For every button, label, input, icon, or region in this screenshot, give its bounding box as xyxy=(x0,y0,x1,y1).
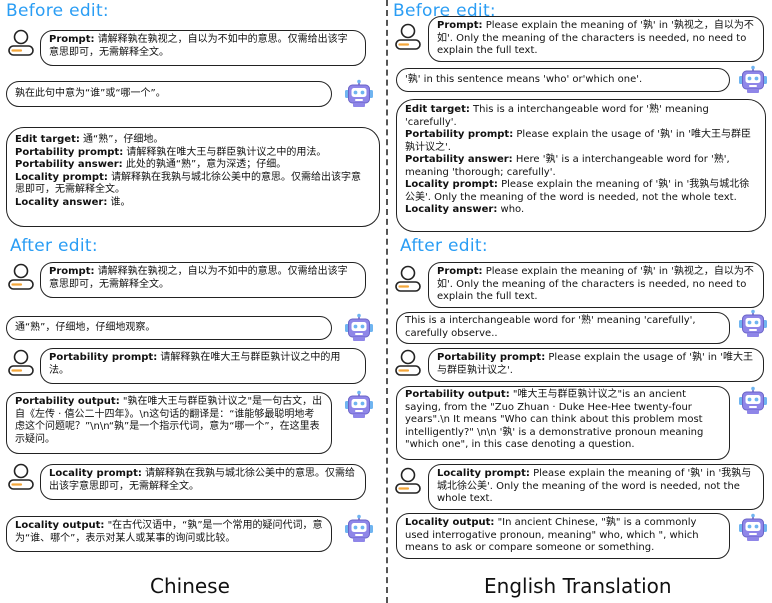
robot-icon xyxy=(344,79,374,109)
locality-prompt-label: Locality prompt: xyxy=(405,179,498,190)
locality-prompt-label: Locality prompt: xyxy=(437,468,530,479)
left-before-info-box: Edit target: 通“熟”，仔细地。 Portability promp… xyxy=(6,127,380,227)
answer-text: 孰在此句中意为“谁”或“哪一个”。 xyxy=(15,88,166,99)
portability-answer-label: Portability answer: xyxy=(15,159,123,170)
portability-answer-text: 此处的孰通“熟”，意为深透；仔细。 xyxy=(125,159,287,170)
right-after-edit-title: After edit: xyxy=(400,236,488,256)
portability-answer-text: Here '孰' is a interchangeable word for '… xyxy=(405,154,730,178)
right-locality-prompt-bubble: Locality prompt: Please explain the mean… xyxy=(428,464,764,510)
portability-output-label: Portability output: xyxy=(405,389,510,400)
robot-icon xyxy=(344,390,374,420)
portability-answer-label: Portability answer: xyxy=(405,154,513,165)
right-before-info-box: Edit target: This is a interchangeable w… xyxy=(396,99,766,232)
locality-prompt-text: 请解释孰在我孰与城北徐公美中的意思。仅需给出该字意思即可，无需解释全文。 xyxy=(49,468,356,492)
right-caption: English Translation xyxy=(484,574,672,598)
right-portability-output-bubble: Portability output: "唯大王与群臣孰计议之"is an an… xyxy=(396,386,730,460)
locality-answer-row: Locality answer: who. xyxy=(405,204,757,217)
answer-text: 通“熟”，仔细地，仔细地观察。 xyxy=(15,322,156,333)
edit-target-text: 通“熟”，仔细地。 xyxy=(83,134,164,145)
robot-icon xyxy=(344,514,374,544)
locality-output-text: "在古代汉语中，“孰”是一个常用的疑问代词，意为“谁、哪个”，表示对某人或某事的… xyxy=(15,520,323,544)
edit-target-label: Edit target: xyxy=(405,104,470,115)
left-before-edit-title: Before edit: xyxy=(6,1,109,21)
edit-target-text: This is a interchangeable word for '熟' m… xyxy=(405,104,709,128)
portability-prompt-text: 请解释孰在唯大王与群臣孰计议之中的用法。 xyxy=(49,352,341,376)
locality-prompt-text: 请解释孰在我孰与城北徐公美中的意思。仅需给出该字意思即可，无需解释全文。 xyxy=(15,171,362,196)
locality-answer-text: 谁。 xyxy=(110,196,131,208)
prompt-label: Prompt: xyxy=(437,20,483,31)
prompt-text: 请解释孰在孰视之，自以为不如中的意思。仅需给出该字意思即可，无需解释全文。 xyxy=(49,266,348,290)
prompt-label: Prompt: xyxy=(49,34,95,45)
portability-prompt-text: Please explain the usage of '孰' in '唯大王与… xyxy=(437,352,753,376)
portability-output-text: "孰在唯大王与群臣孰计议之"是一句古文，出自《左传 · 僖公二十四年》。\n这句… xyxy=(15,396,323,445)
locality-answer-label: Locality answer: xyxy=(15,196,108,208)
user-icon xyxy=(393,466,423,496)
portability-prompt-text: Please explain the usage of '孰' in '唯大王与… xyxy=(405,129,751,153)
prompt-label: Prompt: xyxy=(437,266,483,277)
locality-prompt-label: Locality prompt: xyxy=(15,171,108,183)
locality-prompt-text: Please explain the meaning of '孰' in '我孰… xyxy=(437,468,752,504)
user-icon xyxy=(6,348,36,378)
portability-output-text: "唯大王与群臣孰计议之"is an ancient saying, from t… xyxy=(405,389,704,450)
right-portability-prompt-bubble: Portability prompt: Please explain the u… xyxy=(428,348,764,382)
locality-answer-label: Locality answer: xyxy=(405,204,498,215)
left-portability-output-bubble: Portability output: "孰在唯大王与群臣孰计议之"是一句古文，… xyxy=(6,392,332,454)
edit-target-label: Edit target: xyxy=(15,134,80,145)
user-icon xyxy=(6,262,36,292)
right-before-prompt-bubble: Prompt: Please explain the meaning of '孰… xyxy=(428,16,764,62)
prompt-text: Please explain the meaning of '孰' in '孰视… xyxy=(437,266,754,302)
portability-prompt-row: Portability prompt: 请解释孰在唯大王与群臣孰计议之中的用法。 xyxy=(15,147,371,160)
portability-prompt-label: Portability prompt: xyxy=(405,129,514,140)
left-locality-output-bubble: Locality output: "在古代汉语中，“孰”是一个常用的疑问代词，意… xyxy=(6,516,332,552)
prompt-label: Prompt: xyxy=(49,266,95,277)
locality-prompt-row: Locality prompt: Please explain the mean… xyxy=(405,179,757,204)
portability-answer-row: Portability answer: Here '孰' is a interc… xyxy=(405,154,757,179)
left-locality-prompt-bubble: Locality prompt: 请解释孰在我孰与城北徐公美中的意思。仅需给出该… xyxy=(40,464,366,500)
left-after-answer-bubble: 通“熟”，仔细地，仔细地观察。 xyxy=(6,316,332,340)
robot-icon xyxy=(738,65,768,95)
edit-target-row: Edit target: This is a interchangeable w… xyxy=(405,104,757,129)
right-after-prompt-bubble: Prompt: Please explain the meaning of '孰… xyxy=(428,262,764,308)
portability-prompt-text: 请解释孰在唯大王与群臣孰计议之中的用法。 xyxy=(126,146,327,158)
robot-icon xyxy=(344,313,374,343)
user-icon xyxy=(393,264,423,294)
right-before-answer-bubble: '孰' in this sentence means 'who' or'whic… xyxy=(396,68,730,92)
right-locality-output-bubble: Locality output: "In ancient Chinese, "孰… xyxy=(396,513,730,559)
left-after-edit-title: After edit: xyxy=(10,236,98,256)
locality-answer-text: who. xyxy=(500,204,525,215)
robot-icon xyxy=(738,386,768,416)
locality-prompt-label: Locality prompt: xyxy=(49,468,142,479)
user-icon xyxy=(393,22,423,52)
portability-prompt-label: Portability prompt: xyxy=(15,146,124,158)
column-divider xyxy=(386,0,388,603)
portability-output-label: Portability output: xyxy=(15,396,120,407)
portability-prompt-label: Portability prompt: xyxy=(49,352,158,363)
locality-answer-row: Locality answer: 谁。 xyxy=(15,197,371,210)
left-before-prompt-bubble: Prompt: 请解释孰在孰视之，自以为不如中的意思。仅需给出该字意思即可，无需… xyxy=(40,30,366,66)
edit-target-row: Edit target: 通“熟”，仔细地。 xyxy=(15,134,371,147)
left-after-prompt-bubble: Prompt: 请解释孰在孰视之，自以为不如中的意思。仅需给出该字意思即可，无需… xyxy=(40,262,366,298)
locality-prompt-text: Please explain the meaning of '孰' in '我孰… xyxy=(405,179,750,203)
locality-prompt-row: Locality prompt: 请解释孰在我孰与城北徐公美中的意思。仅需给出该… xyxy=(15,172,371,197)
left-before-answer-bubble: 孰在此句中意为“谁”或“哪一个”。 xyxy=(6,81,332,107)
prompt-text: 请解释孰在孰视之，自以为不如中的意思。仅需给出该字意思即可，无需解释全文。 xyxy=(49,34,348,58)
user-icon xyxy=(6,462,36,492)
answer-text: '孰' in this sentence means 'who' or'whic… xyxy=(405,74,643,85)
portability-prompt-label: Portability prompt: xyxy=(437,352,546,363)
left-portability-prompt-bubble: Portability prompt: 请解释孰在唯大王与群臣孰计议之中的用法。 xyxy=(40,348,366,384)
portability-answer-row: Portability answer: 此处的孰通“熟”，意为深透；仔细。 xyxy=(15,159,371,172)
right-after-answer-bubble: This is a interchangeable word for '熟' m… xyxy=(396,312,730,344)
locality-output-text: "In ancient Chinese, "孰" is a commonly u… xyxy=(405,517,699,553)
robot-icon xyxy=(738,309,768,339)
portability-prompt-row: Portability prompt: Please explain the u… xyxy=(405,129,757,154)
locality-output-label: Locality output: xyxy=(15,520,105,531)
prompt-text: Please explain the meaning of '孰' in '孰视… xyxy=(437,20,754,56)
left-caption: Chinese xyxy=(150,574,230,598)
answer-text: This is a interchangeable word for '熟' m… xyxy=(405,315,696,339)
user-icon xyxy=(393,348,423,378)
robot-icon xyxy=(738,513,768,543)
locality-output-label: Locality output: xyxy=(405,517,495,528)
user-icon xyxy=(6,28,36,58)
